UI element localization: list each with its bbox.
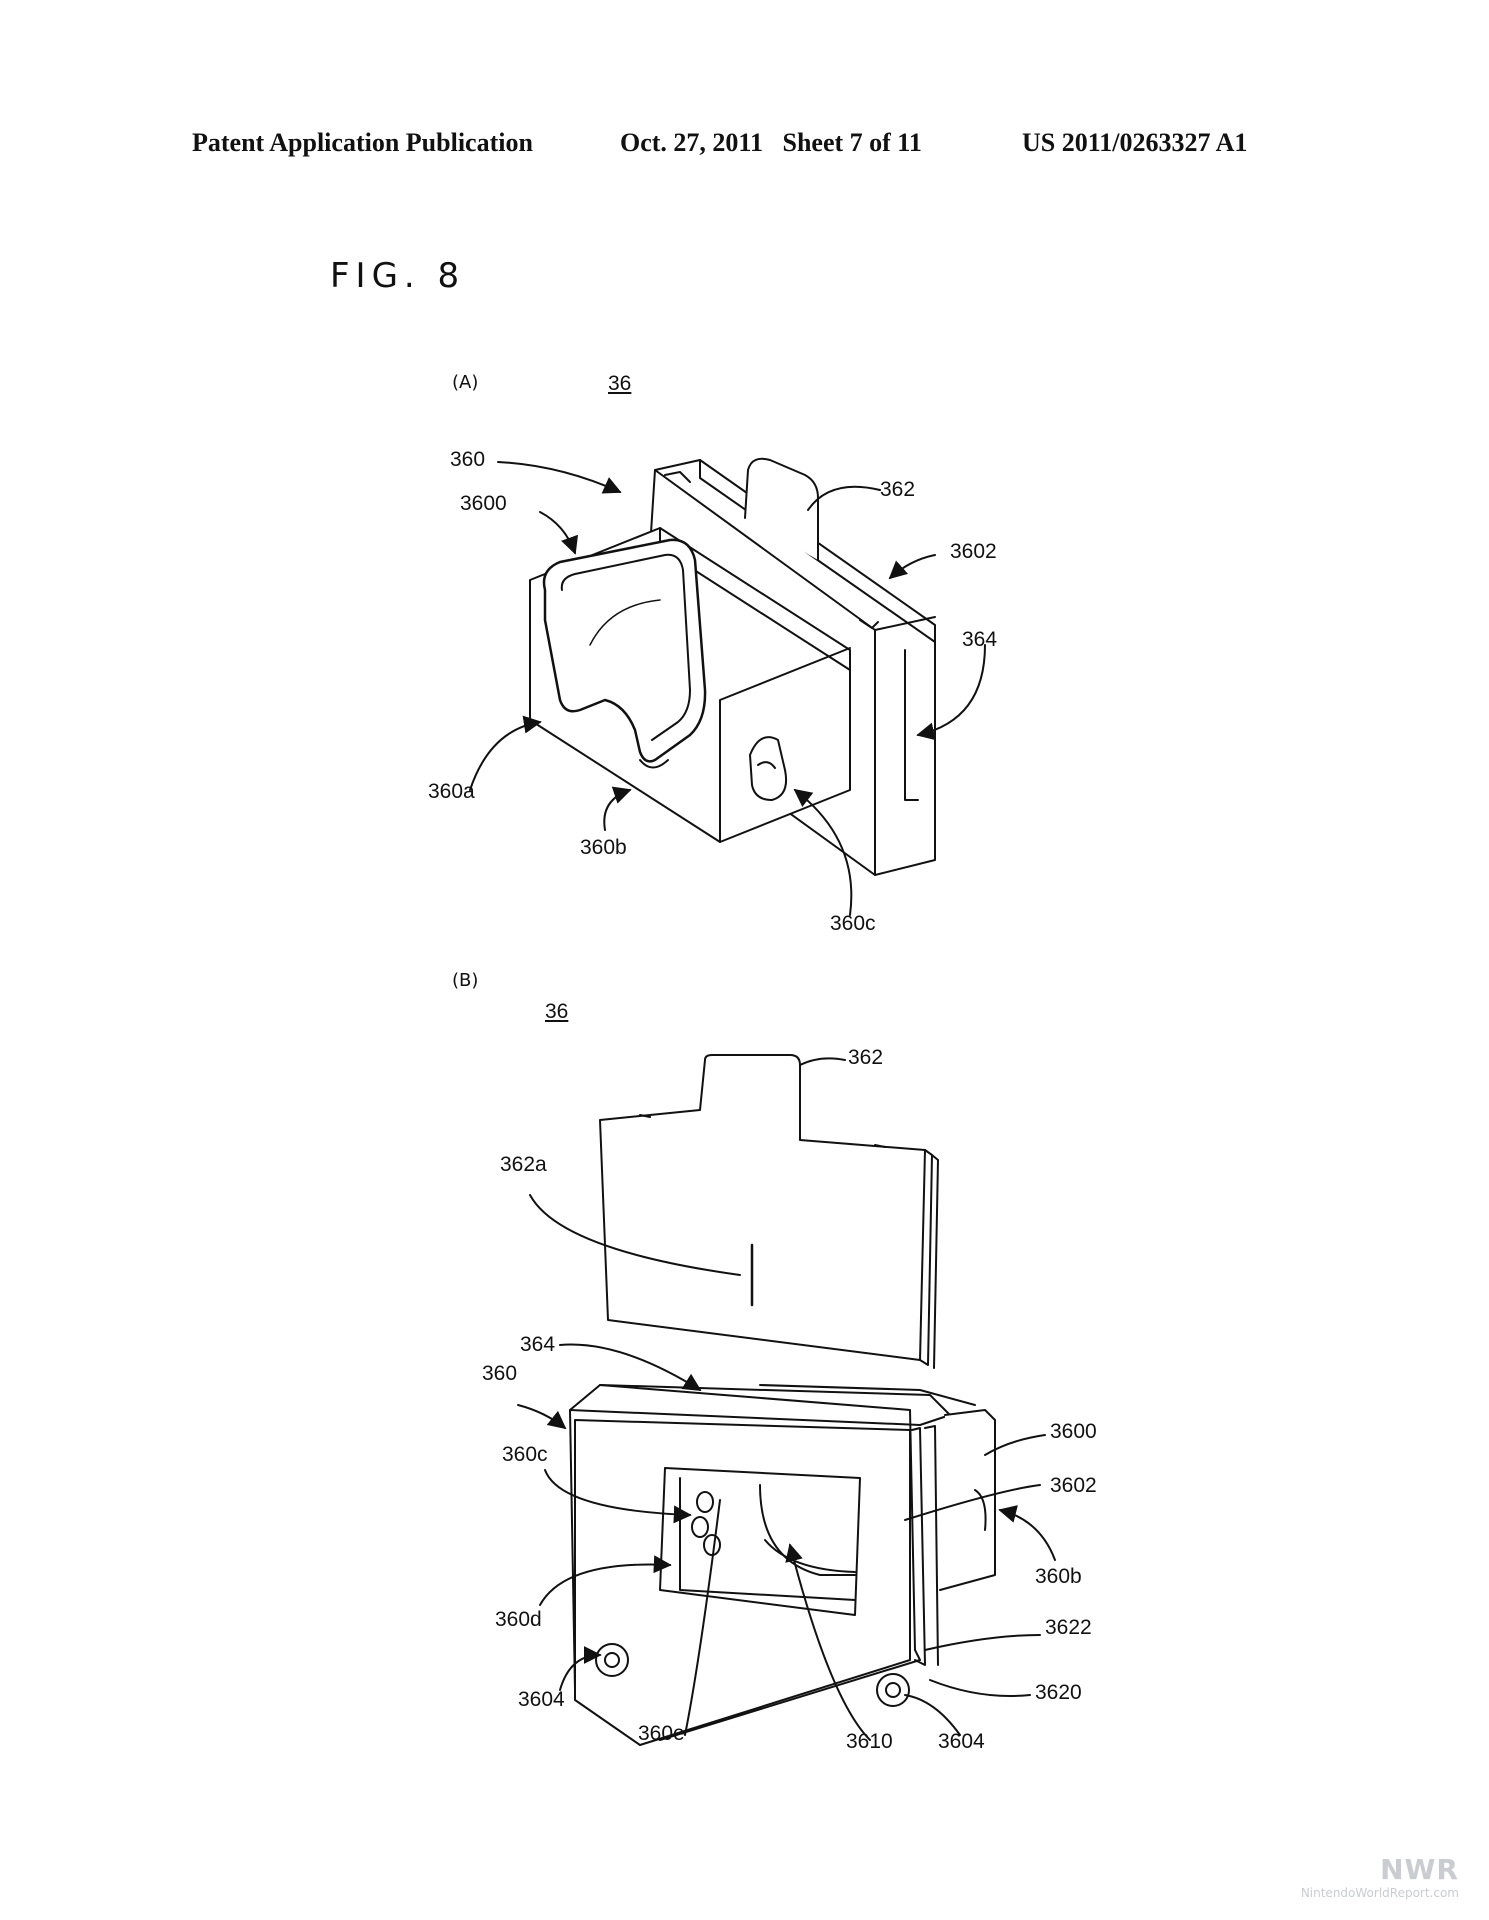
callout-360d: 360d (495, 1608, 542, 1631)
view-a-tag: (A) (452, 372, 479, 393)
callout-b-362: 362 (848, 1046, 884, 1069)
callout-362: 362 (880, 478, 916, 501)
date-sheet-label: Oct. 27, 2011 Sheet 7 of 11 (620, 128, 922, 157)
callout-360e: 360e (638, 1722, 685, 1745)
view-a-drawing (529, 457, 936, 876)
callout-362a: 362a (500, 1153, 547, 1176)
view-a-ref: 36 (608, 372, 632, 395)
figure-title: FIG. 8 (330, 256, 466, 296)
callout-3604-left: 3604 (518, 1688, 565, 1711)
callout-b-3600: 3600 (1050, 1420, 1097, 1443)
callout-360c: 360c (830, 912, 876, 935)
callout-3620: 3620 (1035, 1681, 1082, 1704)
callout-3602: 3602 (950, 540, 997, 563)
view-b-ref: 36 (545, 1000, 569, 1023)
view-b-drawing (569, 1054, 996, 1746)
callout-b-3602: 3602 (1050, 1474, 1097, 1497)
callout-360: 360 (450, 448, 486, 471)
site-watermark: NWR NintendoWorldReport.com (1301, 1853, 1459, 1900)
watermark-site: NintendoWorldReport.com (1300, 1886, 1459, 1900)
watermark-logo: NWR (1380, 1853, 1459, 1886)
callout-b-360: 360 (482, 1362, 518, 1385)
callout-360a: 360a (428, 780, 475, 803)
callout-3622: 3622 (1045, 1616, 1092, 1639)
callout-364: 364 (962, 628, 998, 651)
view-b-tag: (B) (452, 970, 479, 991)
callout-3604-right: 3604 (938, 1730, 985, 1753)
publication-number: US 2011/0263327 A1 (1022, 128, 1248, 157)
callout-b-360c: 360c (502, 1443, 548, 1466)
callout-b-360b: 360b (1035, 1565, 1082, 1588)
callout-b-364: 364 (520, 1333, 556, 1356)
publication-label: Patent Application Publication (192, 128, 533, 157)
callout-3610: 3610 (846, 1730, 893, 1753)
callout-360b: 360b (580, 836, 627, 859)
callout-3600: 3600 (460, 492, 507, 515)
